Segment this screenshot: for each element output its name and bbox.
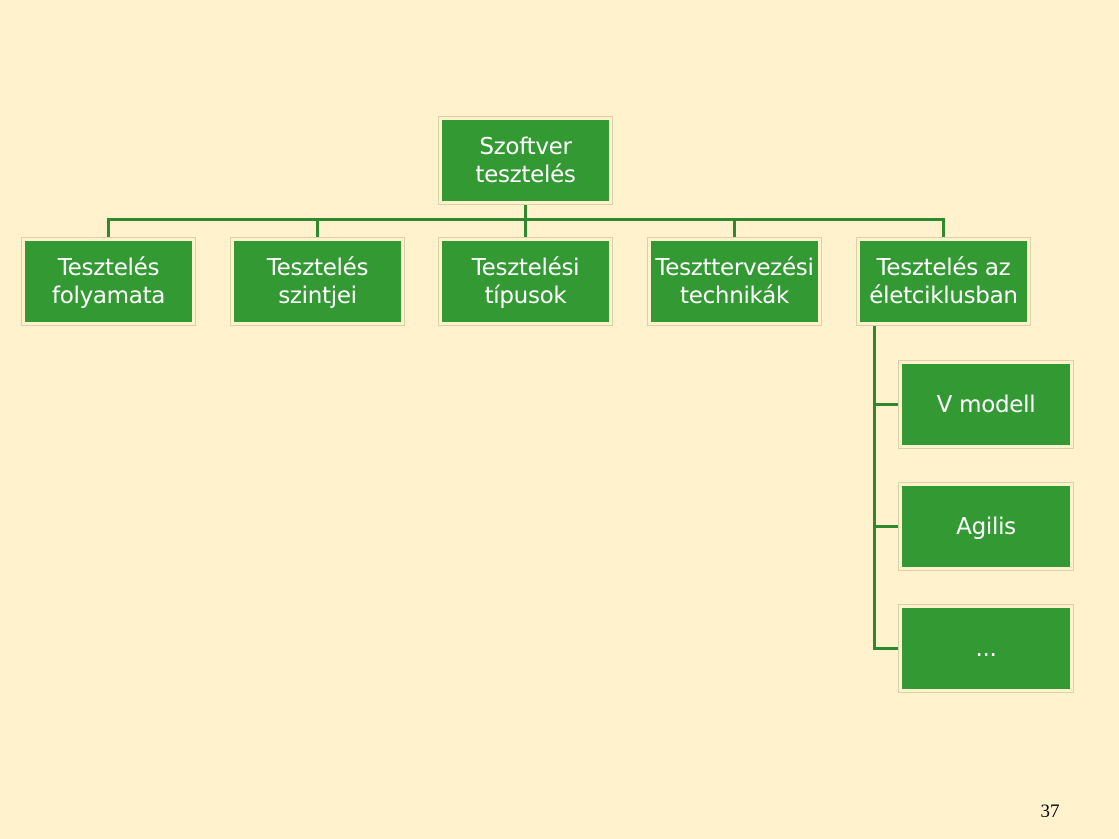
- child-node-tesztelési-típusok: Tesztelési típusok: [439, 238, 612, 325]
- connector-child-3: [524, 218, 527, 240]
- subchild-node-agilis: Agilis: [899, 483, 1073, 570]
- connector-child-4: [733, 218, 736, 240]
- connector-root-down: [524, 203, 527, 220]
- child-node-tesztelés-szintjei: Tesztelés szintjei: [231, 238, 404, 325]
- root-node: Szoftver tesztelés: [439, 117, 612, 204]
- subchild-node-ellipsis: ...: [899, 605, 1073, 692]
- connector-child-2: [316, 218, 319, 240]
- connector-child-5: [942, 218, 945, 240]
- child-node-tesztelés-az-életciklusban: Tesztelés az életciklusban: [857, 238, 1030, 325]
- page-number: 37: [1040, 801, 1060, 822]
- connector-sub-3: [873, 647, 901, 650]
- child-node-tesztelés-folyamata: Tesztelés folyamata: [22, 238, 195, 325]
- connector-sub-2: [873, 525, 901, 528]
- connector-child-1: [107, 218, 110, 240]
- connector-sub-1: [873, 403, 901, 406]
- connector-sub-vertical: [873, 325, 876, 650]
- child-node-teszttervezési-technikák: Teszttervezési technikák: [648, 238, 821, 325]
- subchild-node-v-modell: V modell: [899, 361, 1073, 448]
